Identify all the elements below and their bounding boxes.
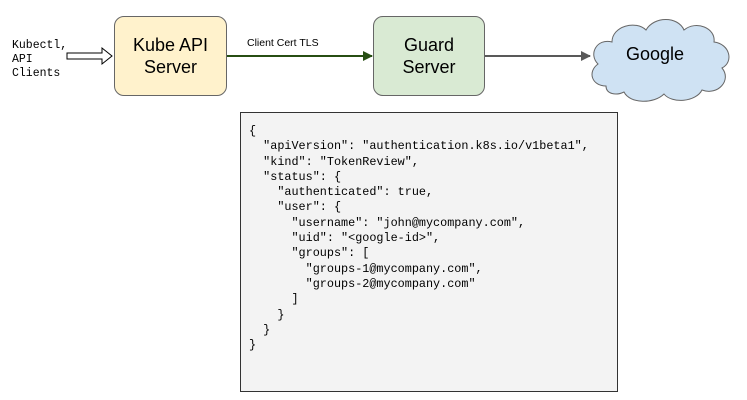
kube-api-server-node: Kube API Server bbox=[114, 16, 227, 96]
token-review-json-panel: { "apiVersion": "authentication.k8s.io/v… bbox=[240, 112, 618, 392]
clients-to-kube-arrow bbox=[66, 46, 113, 66]
client-cert-tls-label: Client Cert TLS bbox=[247, 37, 319, 49]
clients-label: Kubectl, API Clients bbox=[12, 39, 68, 80]
google-node-label: Google bbox=[625, 44, 685, 64]
google-cloud-shape bbox=[591, 19, 730, 102]
guard-server-node: Guard Server bbox=[373, 16, 485, 96]
token-review-json: { "apiVersion": "authentication.k8s.io/v… bbox=[249, 124, 589, 353]
